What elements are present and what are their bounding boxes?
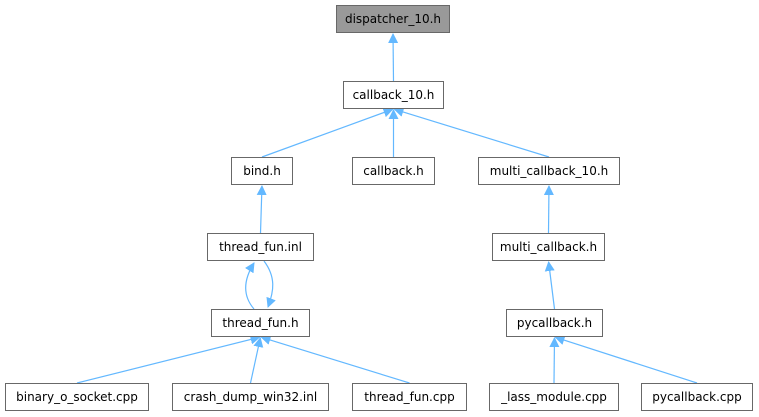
node-multi10[interactable]: multi_callback_10.h — [478, 157, 620, 185]
node-multicb[interactable]: multi_callback.h — [492, 233, 605, 261]
node-lass[interactable]: _lass_module.cpp — [489, 383, 619, 411]
edge-multi10-to-callback10 — [393, 107, 550, 158]
node-threadh[interactable]: thread_fun.h — [211, 309, 310, 337]
edge-threadinl-to-bind — [256, 185, 267, 234]
node-callback[interactable]: callback.h — [352, 157, 435, 185]
node-pycb[interactable]: pycallback.h — [506, 309, 603, 337]
edge-bind-to-callback10 — [261, 107, 394, 158]
node-callback10[interactable]: callback_10.h — [343, 81, 444, 109]
edge-binsock-to-threadh — [76, 334, 261, 384]
node-dispatcher: dispatcher_10.h — [336, 5, 450, 33]
edge-crash-to-threadh — [249, 336, 264, 384]
node-pycbcpp[interactable]: pycallback.cpp — [641, 383, 753, 411]
node-crash[interactable]: crash_dump_win32.inl — [172, 383, 329, 411]
edge-threadcpp-to-threadh — [260, 335, 410, 384]
edge-threadinl-to-threadh — [263, 260, 276, 308]
node-bind[interactable]: bind.h — [231, 157, 293, 185]
node-binsock[interactable]: binary_o_socket.cpp — [5, 383, 149, 411]
node-threadinl[interactable]: thread_fun.inl — [207, 233, 314, 261]
edge-threadh-to-threadinl — [244, 262, 255, 310]
edge-pycb-to-multicb — [544, 260, 556, 310]
edge-pycbcpp-to-pycb — [554, 335, 698, 384]
node-threadcpp[interactable]: thread_fun.cpp — [352, 383, 467, 411]
